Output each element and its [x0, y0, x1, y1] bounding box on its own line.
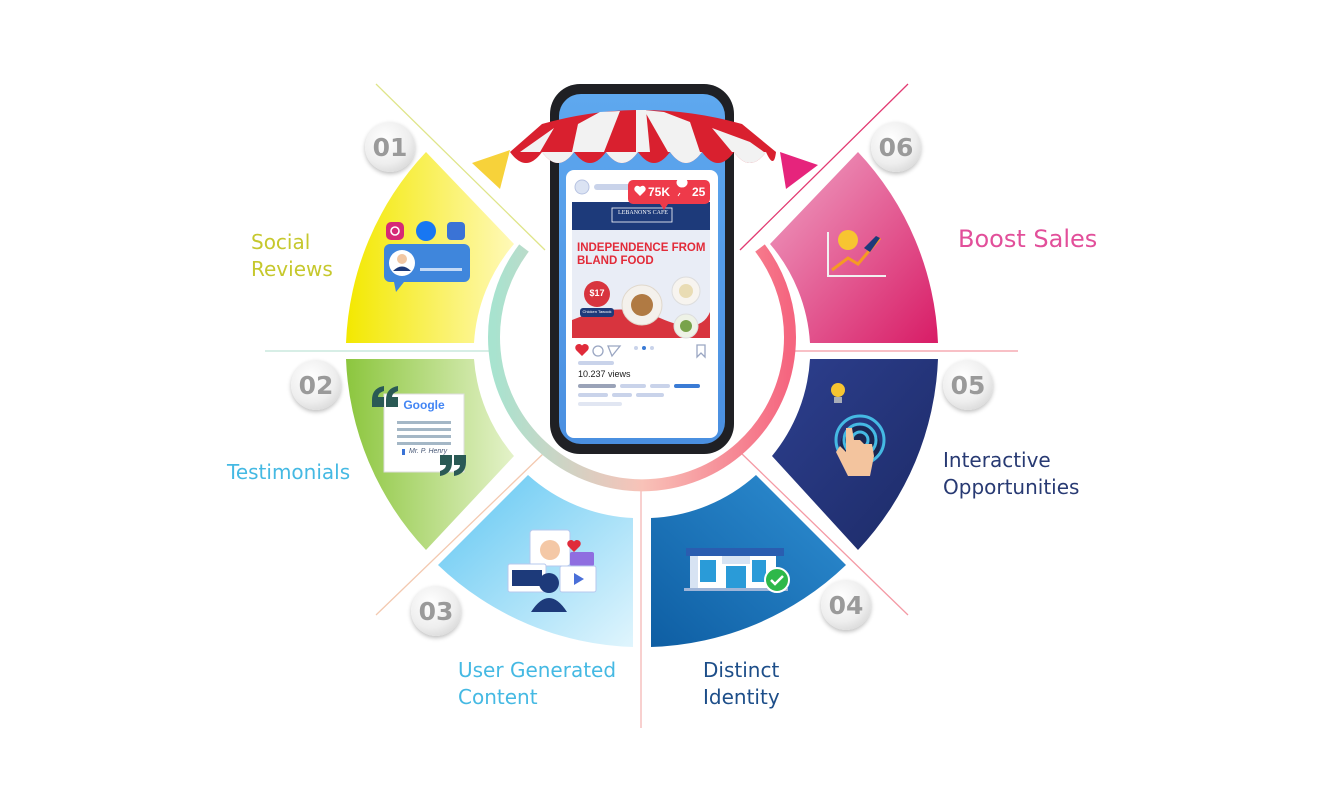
price-badge: $17: [589, 288, 605, 298]
number-badge-05: 05: [943, 360, 993, 410]
storefront-icon: [684, 548, 790, 593]
label-testimonials: Testimonials: [227, 460, 351, 484]
phone: [550, 84, 734, 454]
number-badge-03: 03: [411, 586, 461, 636]
coin-icon: [838, 230, 858, 250]
number-badge-04: 04: [821, 580, 871, 630]
lightbulb-icon: [831, 383, 845, 397]
inner-ring: [488, 244, 796, 492]
hand-icon: [836, 428, 874, 476]
comment-count: 25: [692, 185, 706, 199]
avatar: [574, 179, 590, 195]
number-badge-02: 02: [291, 360, 341, 410]
comment-icon: [676, 177, 688, 197]
bookmark-icon: [696, 344, 706, 359]
number-badge-01: 01: [365, 122, 415, 172]
user-content-icon: [507, 529, 597, 612]
testimonial-author: Mr. P. Henry: [409, 448, 448, 455]
boost-sales-icon: [827, 230, 886, 277]
label-social-reviews: Social Reviews: [251, 230, 333, 281]
testimonial-card: [372, 386, 466, 476]
label-user-generated-content: User Generated Content: [458, 658, 617, 709]
social-reviews-icon: [384, 221, 470, 292]
like-count: 75K: [648, 185, 671, 199]
instagram-icon: [386, 222, 404, 240]
rocket-icon: [864, 236, 880, 252]
quote-close-icon: [440, 455, 466, 476]
label-boost-sales: Boost Sales: [958, 225, 1098, 253]
restaurant-brand: LEBANON'S CAFE: [618, 210, 668, 216]
arrow-left-icon: [472, 150, 510, 189]
quote-open-icon: [372, 386, 398, 407]
store-awning: [510, 110, 776, 163]
interactive-icon: [831, 383, 886, 476]
heart-icon: [567, 540, 581, 552]
arrow-right-icon: [780, 152, 818, 189]
view-count: 10.237 views: [578, 369, 631, 379]
like-heart-icon: [575, 344, 589, 356]
checkmark-icon: [764, 567, 790, 593]
number-badge-06: 06: [871, 122, 921, 172]
post-headline: INDEPENDENCE FROM BLAND FOOD: [577, 242, 706, 267]
divider-lines: [265, 83, 1018, 728]
share-icon: [607, 345, 622, 358]
notification-bubble: [628, 180, 710, 204]
facebook-icon: [416, 221, 436, 241]
dish-name: Chicken Tawook: [582, 309, 612, 314]
label-distinct-identity: Distinct Identity: [703, 658, 780, 709]
google-logo: Google: [403, 398, 445, 412]
business-icon: [447, 222, 465, 240]
comment-outline-icon: [592, 345, 604, 357]
person-icon: [539, 573, 559, 593]
heart-icon: [634, 185, 646, 196]
label-interactive-opportunities: Interactive Opportunities: [943, 448, 1080, 499]
